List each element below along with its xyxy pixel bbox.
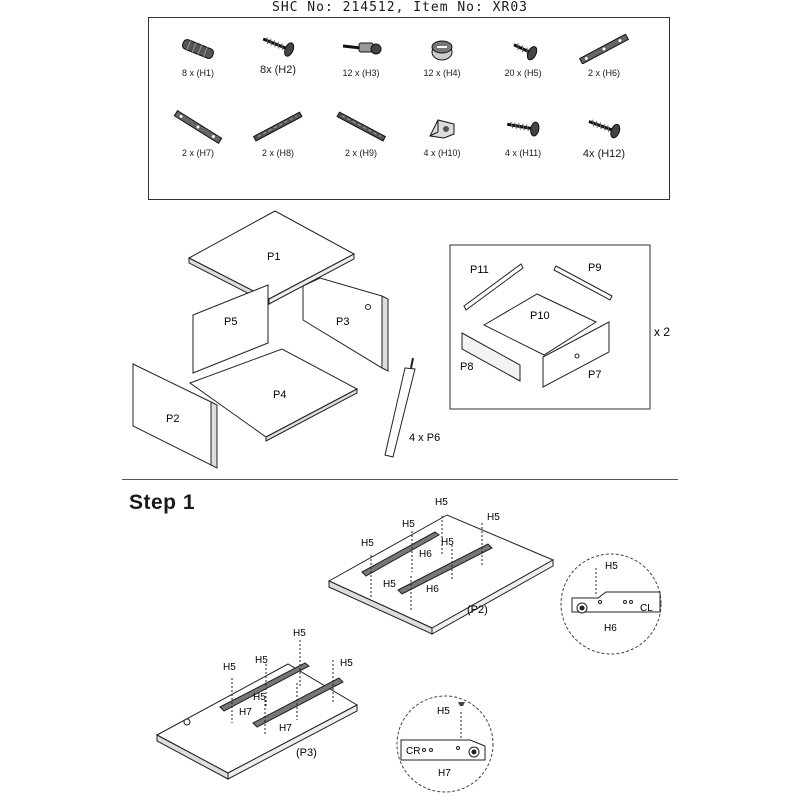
hardware-label: 4x (H12) [582, 148, 626, 160]
hardware-label: 2 x (H9) [344, 148, 377, 158]
hardware-label: 4 x (H10) [423, 148, 461, 158]
short-screw-icon [513, 43, 538, 61]
leg-p6-label: 4 x P6 [409, 432, 440, 444]
h5-label: H5 [223, 662, 236, 673]
runner-h6-b [397, 543, 493, 595]
document-header: SHC No: 214512, Item No: XR03 [272, 0, 528, 15]
panels-diagram: P1 P5 P3 P4 P2 4 x P6 P11 P9 P10 P8 P7 x… [132, 210, 670, 469]
board-p2-label: (P2) [467, 604, 488, 616]
hardware-item-h8: 2 x (H8) [238, 110, 318, 158]
detail-h6-label: H6 [604, 623, 617, 634]
runner-h6-a [361, 531, 440, 577]
wood-dowel-icon [181, 39, 215, 59]
hardware-item-h3: 12 x (H3) [321, 34, 401, 78]
panel-p4-label: P4 [273, 389, 286, 401]
h5-label: H5 [253, 692, 266, 703]
hardware-item-h5: 20 x (H5) [483, 34, 563, 78]
panel-p5-label: P5 [224, 316, 237, 328]
runner-h7-b [252, 677, 344, 728]
hardware-label: 20 x (H5) [504, 68, 542, 78]
h5-label: H5 [487, 512, 500, 523]
hardware-item-h10: 4 x (H10) [402, 110, 482, 158]
h5-label: H5 [255, 655, 268, 666]
corner-bracket-icon [429, 119, 455, 139]
panel-p9 [553, 265, 613, 301]
drawer-runner-icon [578, 34, 630, 64]
hardware-item-h1: 8 x (H1) [158, 34, 238, 78]
screw-icon [506, 121, 540, 137]
runner-h7-a [219, 662, 310, 712]
detail-h7-label: H7 [438, 768, 451, 779]
panel-p10-label: P10 [530, 310, 550, 322]
h6-label: H6 [426, 584, 439, 595]
screw-icon [588, 119, 621, 139]
panel-p11 [463, 263, 524, 311]
hardware-label: 12 x (H3) [342, 68, 380, 78]
hardware-label: 2 x (H6) [587, 68, 620, 78]
section-divider [122, 479, 678, 480]
h5-label: H5 [402, 519, 415, 530]
hardware-label: 12 x (H4) [423, 68, 461, 78]
hardware-item-h11: 4 x (H11) [483, 110, 563, 158]
drawer-box [449, 244, 651, 410]
detail-h5-label: H5 [605, 561, 618, 572]
hardware-label: 2 x (H8) [261, 148, 294, 158]
h5-label: H5 [383, 579, 396, 590]
hardware-item-h6: 2 x (H6) [564, 34, 644, 78]
detail-cr-label: CR [406, 746, 420, 757]
hardware-label: 8 x (H1) [181, 68, 214, 78]
hardware-label: 2 x (H7) [181, 148, 214, 158]
hardware-label: 8x (H2) [259, 64, 297, 76]
hardware-item-h7: 2 x (H7) [158, 110, 238, 158]
panel-p3-label: P3 [336, 316, 349, 328]
cam-bolt-icon [342, 42, 382, 55]
panel-p11-label: P11 [470, 264, 489, 276]
drawer-rail-icon [252, 111, 303, 142]
detail-h5-label: H5 [437, 706, 450, 717]
h5-label: H5 [340, 658, 353, 669]
hardware-item-h2: 8x (H2) [238, 30, 318, 76]
panel-p2-label: P2 [166, 413, 179, 425]
hardware-label: 4 x (H11) [504, 148, 542, 158]
hardware-item-h9: 2 x (H9) [321, 110, 401, 158]
hardware-item-h4: 12 x (H4) [402, 34, 482, 78]
panel-p9-label: P9 [588, 262, 601, 274]
panel-p8-label: P8 [460, 361, 473, 373]
h5-label: H5 [435, 497, 448, 508]
h5-label: H5 [293, 628, 306, 639]
detail-cl-label: CL [640, 603, 653, 614]
leg-p6 [384, 367, 416, 458]
drawer-rail-icon [336, 111, 387, 142]
panel-p1-label: P1 [267, 251, 280, 263]
h6-label: H6 [419, 549, 432, 560]
cam-lock-icon [431, 40, 453, 61]
h7-label: H7 [239, 707, 252, 718]
drawer-runner-icon [173, 110, 223, 144]
board-p3-label: (P3) [296, 747, 317, 759]
panel-p8 [461, 332, 521, 382]
h5-label: H5 [441, 537, 454, 548]
panel-p7-label: P7 [588, 369, 601, 381]
h7-label: H7 [279, 723, 292, 734]
screw-icon [262, 37, 295, 57]
hardware-box: 8 x (H1) 8x (H2) 12 x (H3) 12 x (H4) 20 … [148, 17, 670, 200]
drawer-quantity: x 2 [654, 325, 670, 339]
panel-p5 [192, 284, 269, 374]
hardware-item-h12: 4x (H12) [564, 110, 644, 160]
panel-p10 [482, 293, 598, 356]
h5-label: H5 [361, 538, 374, 549]
step-title: Step 1 [129, 491, 196, 514]
